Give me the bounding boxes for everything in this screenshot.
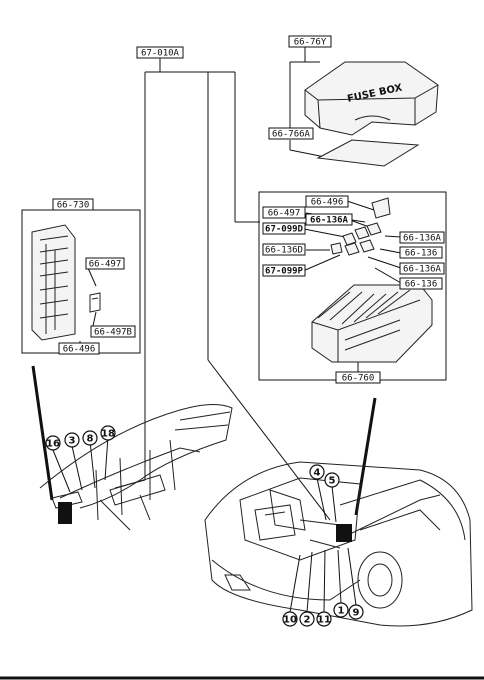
callout-2: 2	[299, 611, 315, 627]
label-text: 66-497	[89, 260, 122, 270]
label-text: 67-099D	[265, 225, 304, 235]
callout-number: 3	[69, 436, 76, 447]
label-fb-497: 66-497	[262, 206, 306, 219]
label-fuse-box-cover: 66-76Y	[288, 35, 332, 48]
label-fb-136a-top: 66-136A	[305, 213, 353, 226]
callout-11: 11	[316, 611, 332, 627]
label-main-harness: 67-010A	[136, 46, 184, 59]
label-text: 66-136A	[403, 265, 442, 275]
label-relay-block: 66-730	[52, 198, 94, 211]
label-text: 66-136D	[265, 246, 303, 256]
callout-number: 5	[329, 476, 336, 487]
callout-number: 1	[338, 606, 345, 617]
label-text: 66-496	[311, 198, 344, 208]
callout-5: 5	[324, 472, 340, 488]
callout-9: 9	[348, 604, 364, 620]
label-text: 66-766A	[272, 130, 311, 140]
label-fb-136-lower: 66-136	[399, 277, 443, 290]
label-relay-497: 66-497	[85, 257, 125, 270]
callout-3: 3	[64, 432, 80, 448]
label-text: 66-136	[405, 280, 438, 290]
fuse-box-cover-sketch: FUSE BOX	[304, 61, 439, 136]
label-fuse-block: 66-760	[335, 371, 381, 384]
label-fb-136a-lower: 66-136A	[399, 262, 445, 275]
label-fb-136d: 66-136D	[262, 243, 306, 256]
callout-number: 4	[314, 468, 321, 479]
label-text: 66-76Y	[294, 38, 327, 48]
label-fuse-box-gasket: 66-766A	[268, 127, 314, 140]
label-fb-496: 66-496	[305, 195, 349, 208]
label-text: 67-099P	[265, 267, 304, 277]
car-front-sketch	[204, 461, 473, 627]
label-text: 67-010A	[141, 49, 180, 59]
dashboard-sketch	[39, 404, 233, 531]
fuse-block-box	[258, 191, 447, 381]
leader-lines	[31, 47, 402, 613]
label-fb-136-right: 66-136	[399, 246, 443, 259]
label-text: 66-136A	[403, 234, 442, 244]
relay-block-box	[21, 209, 141, 354]
callout-number: 2	[304, 615, 311, 626]
label-text: 66-136	[405, 249, 438, 259]
label-text: 66-497B	[94, 328, 132, 338]
callout-4: 4	[309, 464, 325, 480]
label-text: 66-730	[57, 201, 90, 211]
callout-number: 11	[317, 615, 331, 626]
label-text: 66-760	[342, 374, 375, 384]
label-text: 66-496	[63, 345, 96, 355]
label-text: 66-136A	[310, 216, 349, 226]
callout-number: 10	[283, 615, 297, 626]
label-fb-099d: 67-099D	[262, 222, 306, 235]
callout-number: 9	[353, 608, 360, 619]
callout-10: 10	[282, 611, 298, 627]
callout-8: 8	[82, 430, 98, 446]
callout-16: 16	[45, 435, 61, 451]
callout-number: 8	[87, 434, 94, 445]
label-fb-136a-right: 66-136A	[399, 231, 445, 244]
fuse-box-gasket-sketch	[316, 139, 420, 167]
label-relay-497b: 66-497B	[90, 325, 136, 338]
label-text: 66-497	[268, 209, 301, 219]
callout-18: 18	[100, 425, 116, 441]
callout-1: 1	[333, 602, 349, 618]
callout-number: 16	[46, 439, 60, 450]
label-fb-099p: 67-099P	[262, 264, 306, 277]
label-relay-496-left: 66-496	[58, 342, 100, 355]
callout-number: 18	[101, 429, 115, 440]
